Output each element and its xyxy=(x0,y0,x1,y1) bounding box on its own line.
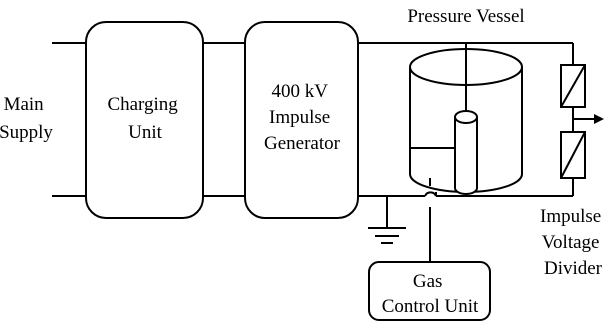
voltage-divider-label: Impulse Voltage Divider xyxy=(540,206,606,279)
main-supply-label: Main Supply xyxy=(0,94,53,143)
gas-pipe xyxy=(424,178,437,262)
output-arrow-icon xyxy=(594,114,604,124)
charging-unit-box xyxy=(85,21,204,219)
impulse-generator-box xyxy=(244,21,359,219)
vessel-electrode-body xyxy=(454,117,478,195)
ground-symbol xyxy=(368,196,406,244)
vessel-electrode-top xyxy=(454,110,478,124)
impulse-voltage-divider xyxy=(560,43,604,196)
gas-control-unit-box xyxy=(368,261,491,321)
charging-unit-label: Charging Unit xyxy=(107,94,182,143)
gas-control-unit-label: Gas Control Unit xyxy=(382,271,479,317)
pressure-vessel xyxy=(409,43,523,196)
pressure-vessel-label: Pressure Vessel xyxy=(407,6,524,27)
impulse-generator-label: 400 kV Impulse Generator xyxy=(264,81,341,154)
